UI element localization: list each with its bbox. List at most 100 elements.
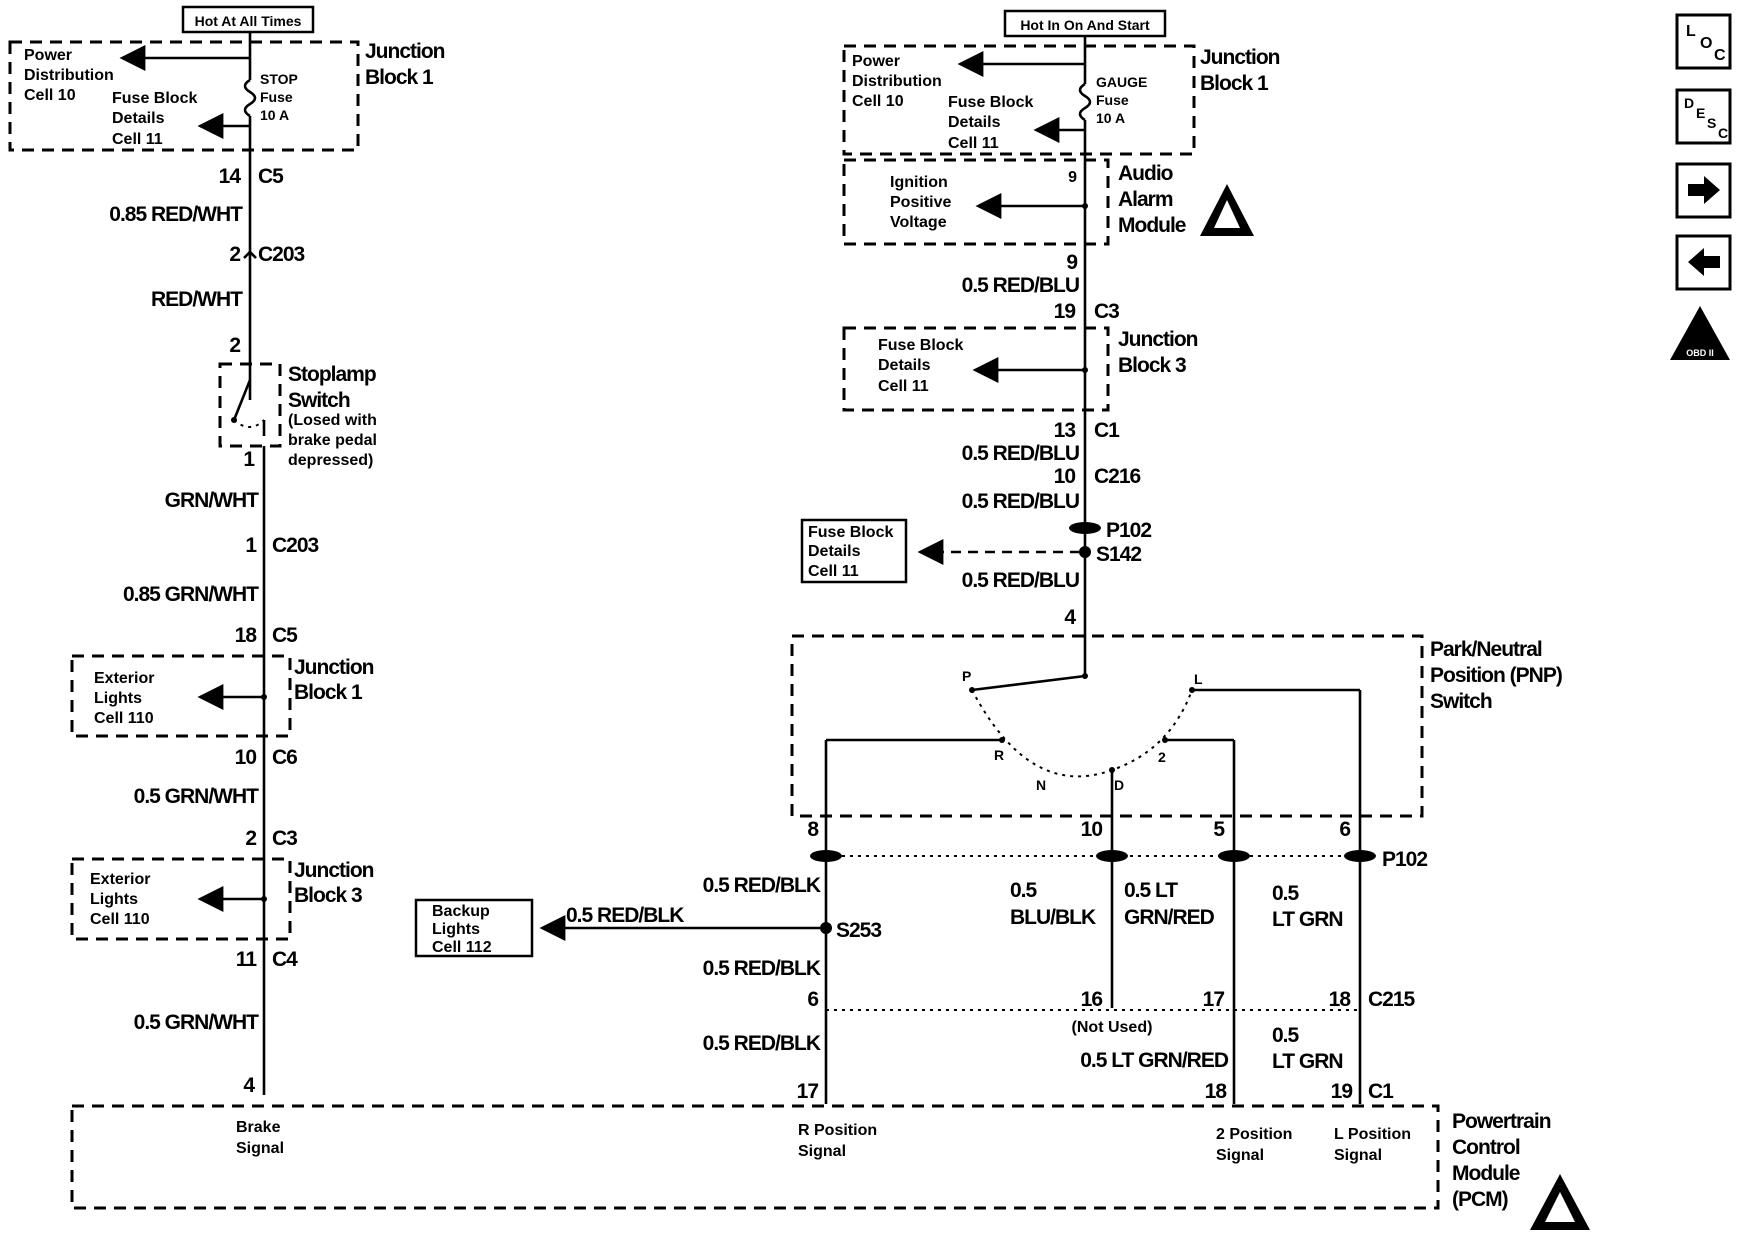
- pnp-title-3: Switch: [1430, 690, 1492, 713]
- s253-splice-icon: [820, 922, 832, 934]
- jb3-exterior-lights: Exterior: [90, 871, 150, 888]
- pcm-title-4: (PCM): [1452, 1188, 1508, 1211]
- brake-signal-label: Brake: [236, 1119, 281, 1136]
- c5-top-pin: 14: [219, 165, 242, 188]
- wire-05-lt-grn: 0.5: [1272, 882, 1300, 905]
- pnp-title-2: Position (PNP): [1430, 664, 1562, 687]
- right-power-dist: Power: [852, 53, 900, 70]
- wire-05-red-blk-1: 0.5 RED/BLK: [703, 874, 821, 897]
- c203-b-pin: 1: [245, 534, 257, 557]
- hot-in-on-start-label: Hot In On And Start: [1020, 17, 1150, 33]
- c203-a-pin: 2: [229, 243, 240, 266]
- fuse-block-label-2: Details: [112, 110, 165, 127]
- r-position-label: R Position: [798, 1122, 877, 1139]
- pnp-d-label: D: [1114, 777, 1124, 793]
- pcm-module: Powertrain Control Module (PCM) Brake Si…: [70, 1104, 1590, 1230]
- wire-05-grn-wht: 0.5 GRN/WHT: [134, 785, 260, 808]
- pcm-esd-icon: [1530, 1174, 1590, 1230]
- switch-note-3: depressed): [288, 452, 373, 469]
- exterior-lights-cell: Cell 110: [94, 710, 154, 727]
- audio-alarm-module-box: [842, 158, 1110, 246]
- exterior-lights-label-2: Lights: [94, 690, 142, 707]
- connector-icon: [243, 250, 257, 259]
- pcm-pin-4: 4: [243, 1074, 255, 1097]
- fuse-ref-label: Fuse Block: [808, 524, 893, 541]
- jb3-exterior-lights-2: Lights: [90, 891, 138, 908]
- obd-label: OBD II: [1686, 348, 1714, 358]
- gauge-fuse-rating: 10 A: [1096, 110, 1125, 126]
- left-circuit: Hot At All Times Junction Block 1 Power …: [8, 5, 446, 1097]
- l-position-label-2: Signal: [1334, 1147, 1382, 1164]
- junction-block-1-mid: [70, 654, 292, 738]
- junction-block-3-right: [842, 326, 1110, 412]
- pnp-pin-5: 5: [1213, 818, 1225, 841]
- right-circuit: Hot In On And Start Junction Block 1 Pow…: [414, 9, 1563, 1104]
- jb1-title: Junction: [365, 40, 445, 63]
- jb3-fuse-block-2: Details: [878, 357, 931, 374]
- switch-contact-icon: [232, 379, 252, 421]
- desc-letter-e: E: [1696, 105, 1705, 121]
- pnp-n-label: N: [1036, 777, 1046, 793]
- jb1-mid-title-2: Block 1: [294, 681, 363, 704]
- jb1-title-2: Block 1: [365, 66, 434, 89]
- junction-block-3-left: [70, 857, 292, 941]
- r-position-label-2: Signal: [798, 1143, 846, 1160]
- not-used-note: (Not Used): [1072, 1019, 1153, 1036]
- wire-05-red-blk-3: 0.5 RED/BLK: [703, 1032, 821, 1055]
- p102-icon-8: [810, 850, 842, 862]
- wire-05-red-blu-3: 0.5 RED/BLU: [962, 490, 1079, 513]
- right-fuse-block: Fuse Block: [948, 94, 1033, 111]
- fuse-block-label: Fuse Block: [112, 90, 197, 107]
- c216-connector: C216: [1094, 465, 1141, 488]
- description-button[interactable]: D E S C: [1675, 88, 1732, 145]
- stop-fuse-icon: [243, 78, 257, 118]
- 2-position-label: 2 Position: [1216, 1126, 1292, 1143]
- loc-letter-c: C: [1714, 47, 1726, 64]
- esd-info-button[interactable]: OBD II: [1670, 306, 1730, 360]
- wire-05-grn-wht-2: 0.5 GRN/WHT: [134, 1011, 260, 1034]
- hot-at-all-times-label: Hot At All Times: [195, 13, 302, 29]
- arrow-right-icon: [1688, 176, 1720, 204]
- pcm-box: [70, 1104, 1440, 1210]
- l-position-label: L Position: [1334, 1126, 1411, 1143]
- location-button[interactable]: L O C: [1675, 13, 1732, 70]
- gauge-fuse-icon: [1078, 82, 1092, 122]
- s253-label: S253: [836, 919, 881, 942]
- c1-pin-13: 13: [1054, 419, 1076, 442]
- wire-lt-grn: LT GRN: [1272, 908, 1343, 931]
- jb3-right-title: Junction: [1118, 328, 1198, 351]
- stop-fuse-label-2: Fuse: [260, 89, 293, 105]
- junction-block-1-top: [8, 40, 360, 152]
- pcm-title: Powertrain: [1452, 1110, 1551, 1133]
- hot-at-all-times-box: [181, 5, 315, 34]
- jb3-left-title-2: Block 3: [294, 884, 362, 907]
- c3-left-pin: 2: [245, 827, 256, 850]
- pnp-p-label: P: [962, 668, 971, 684]
- switch-note-2: brake pedal: [288, 432, 377, 449]
- pnp-l-label: L: [1194, 671, 1203, 687]
- desc-letter-c: C: [1718, 125, 1728, 141]
- c1-connector: C1: [1094, 419, 1120, 442]
- c216-pin: 10: [1054, 465, 1076, 488]
- c215-pin-16: 16: [1081, 988, 1103, 1011]
- wire-05-red-blu-2: 0.5 RED/BLU: [962, 442, 1079, 465]
- previous-page-button[interactable]: [1675, 234, 1732, 291]
- c1-pin-17: 17: [797, 1080, 819, 1103]
- switch-pin-1: 1: [243, 448, 255, 471]
- c1-pin-19: 19: [1331, 1080, 1353, 1103]
- loc-letter-o: O: [1700, 35, 1712, 52]
- desc-letter-s: S: [1707, 115, 1716, 131]
- c6-pin: 10: [235, 746, 257, 769]
- ignition-label-2: Positive: [890, 194, 951, 211]
- pnp-2-label: 2: [1158, 749, 1166, 765]
- c4-connector: C4: [272, 948, 298, 971]
- next-page-button[interactable]: [1675, 162, 1732, 219]
- gauge-fuse-label-2: Fuse: [1096, 92, 1129, 108]
- desc-letter-d: D: [1684, 95, 1694, 111]
- c1-pin-18: 18: [1205, 1080, 1228, 1103]
- jb3-left-title: Junction: [294, 859, 374, 882]
- wire-05-red-blu-4: 0.5 RED/BLU: [962, 569, 1079, 592]
- arrow-left-icon: [1688, 248, 1720, 276]
- c6-connector: C6: [272, 746, 297, 769]
- fuse-ref-label-2: Details: [808, 543, 861, 560]
